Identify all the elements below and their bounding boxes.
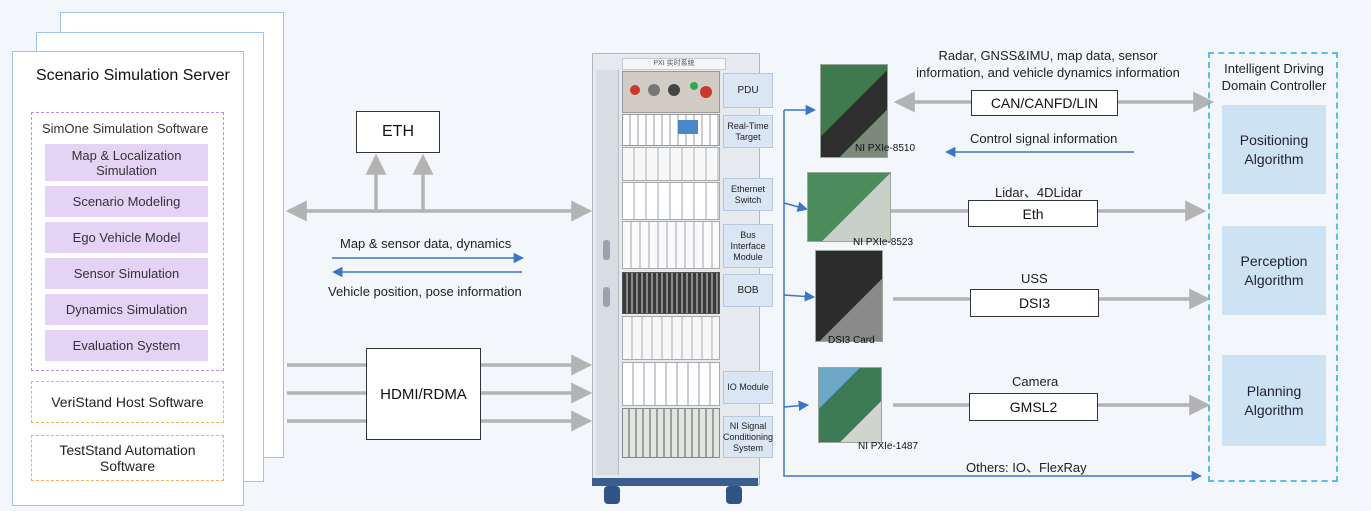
algo-planning[interactable]: Planning Algorithm — [1222, 355, 1326, 446]
io-module-unit — [622, 362, 720, 406]
module-ego-vehicle-model[interactable]: Ego Vehicle Model — [45, 222, 208, 253]
camera-label: Camera — [1012, 374, 1059, 389]
rack-left-rail — [596, 70, 619, 475]
card-dsi3-name: DSI3 Card — [828, 335, 875, 346]
pdu-knob-2 — [648, 84, 660, 96]
rack-panel-1 — [622, 147, 720, 181]
can-box: CAN/CANFD/LIN — [971, 90, 1118, 116]
rack-caster-left — [604, 486, 620, 504]
server-title: Scenario Simulation Server — [36, 67, 230, 84]
card-pxie-8510-image — [820, 64, 888, 158]
module-sensor-simulation[interactable]: Sensor Simulation — [45, 258, 208, 289]
pdu-knob-4 — [700, 86, 712, 98]
map-sensor-label: Map & sensor data, dynamics — [340, 236, 512, 251]
rack-tag-io: IO Module — [723, 371, 773, 404]
bus-to-8523 — [783, 201, 809, 212]
card-pxie-8510-name: NI PXIe-8510 — [855, 143, 916, 154]
module-dynamics-simulation[interactable]: Dynamics Simulation — [45, 294, 208, 325]
rack-tag-bob: BOB — [723, 274, 773, 307]
realtime-target-unit — [622, 114, 720, 146]
domain-controller-title: Intelligent Driving Domain Controller — [1221, 61, 1327, 93]
gmsl-box: GMSL2 — [969, 393, 1098, 421]
bus-to-1487 — [783, 400, 810, 411]
ethernet-switch-unit — [622, 182, 720, 220]
card-pxie-8523-image — [807, 172, 891, 242]
vehicle-position-label: Vehicle position, pose information — [328, 284, 522, 299]
module-evaluation-system[interactable]: Evaluation System — [45, 330, 208, 361]
rack-tag-ethernet: Ethernet Switch — [723, 178, 773, 211]
uss-label: USS — [1021, 271, 1048, 286]
pdu-knob-3 — [668, 84, 680, 96]
rack-tag-pdu: PDU — [723, 73, 773, 108]
bob-unit — [622, 272, 720, 314]
module-map-localization[interactable]: Map & Localization Simulation — [45, 144, 208, 181]
card-dsi3-image — [815, 250, 883, 342]
card-pxie-1487-image — [818, 367, 882, 443]
simone-label: SimOne Simulation Software — [42, 121, 209, 136]
rack-caster-right — [726, 486, 742, 504]
card-pxie-8523-name: NI PXIe-8523 — [853, 237, 914, 248]
eth-signal-box: Eth — [968, 200, 1098, 227]
lidar-label: Lidar、4DLidar — [995, 185, 1083, 200]
rack-bus-line — [783, 110, 1203, 482]
hdmi-rdma-box: HDMI/RDMA — [366, 348, 481, 440]
rack-tag-realtime: Real-Time Target — [723, 115, 773, 148]
others-label: Others: IO、FlexRay — [966, 460, 1087, 475]
radar-info-label: Radar, GNSS&IMU, map data, sensor inform… — [916, 48, 1180, 80]
rack-handle-1 — [603, 240, 610, 260]
pdu-led — [690, 82, 698, 90]
algo-perception[interactable]: Perception Algorithm — [1222, 226, 1326, 315]
simone-group — [31, 112, 224, 371]
rack-header: PXI 实时系统 — [622, 58, 726, 70]
rack-plinth — [592, 478, 758, 486]
eth-box: ETH — [356, 111, 440, 153]
veristand-box: VeriStand Host Software — [31, 381, 224, 423]
teststand-box: TestStand Automation Software — [31, 435, 224, 481]
bus-to-dsi3 — [783, 291, 816, 302]
control-signal-label: Control signal information — [970, 131, 1118, 146]
realtime-target-badge — [678, 120, 698, 134]
rack-panel-2 — [622, 316, 720, 360]
algo-positioning[interactable]: Positioning Algorithm — [1222, 105, 1326, 194]
signal-conditioning-unit — [622, 408, 720, 458]
domain-controller-group — [1208, 52, 1338, 482]
rack-tag-bus: Bus Interface Module — [723, 224, 773, 268]
card-pxie-1487-name: NI PXIe-1487 — [858, 441, 919, 452]
bus-interface-unit — [622, 221, 720, 269]
module-scenario-modeling[interactable]: Scenario Modeling — [45, 186, 208, 217]
rack-handle-2 — [603, 287, 610, 307]
dsi3-box: DSI3 — [970, 289, 1099, 317]
pdu-knob-1 — [630, 85, 640, 95]
rack-tag-signal: NI Signal Conditioning System — [723, 416, 773, 458]
